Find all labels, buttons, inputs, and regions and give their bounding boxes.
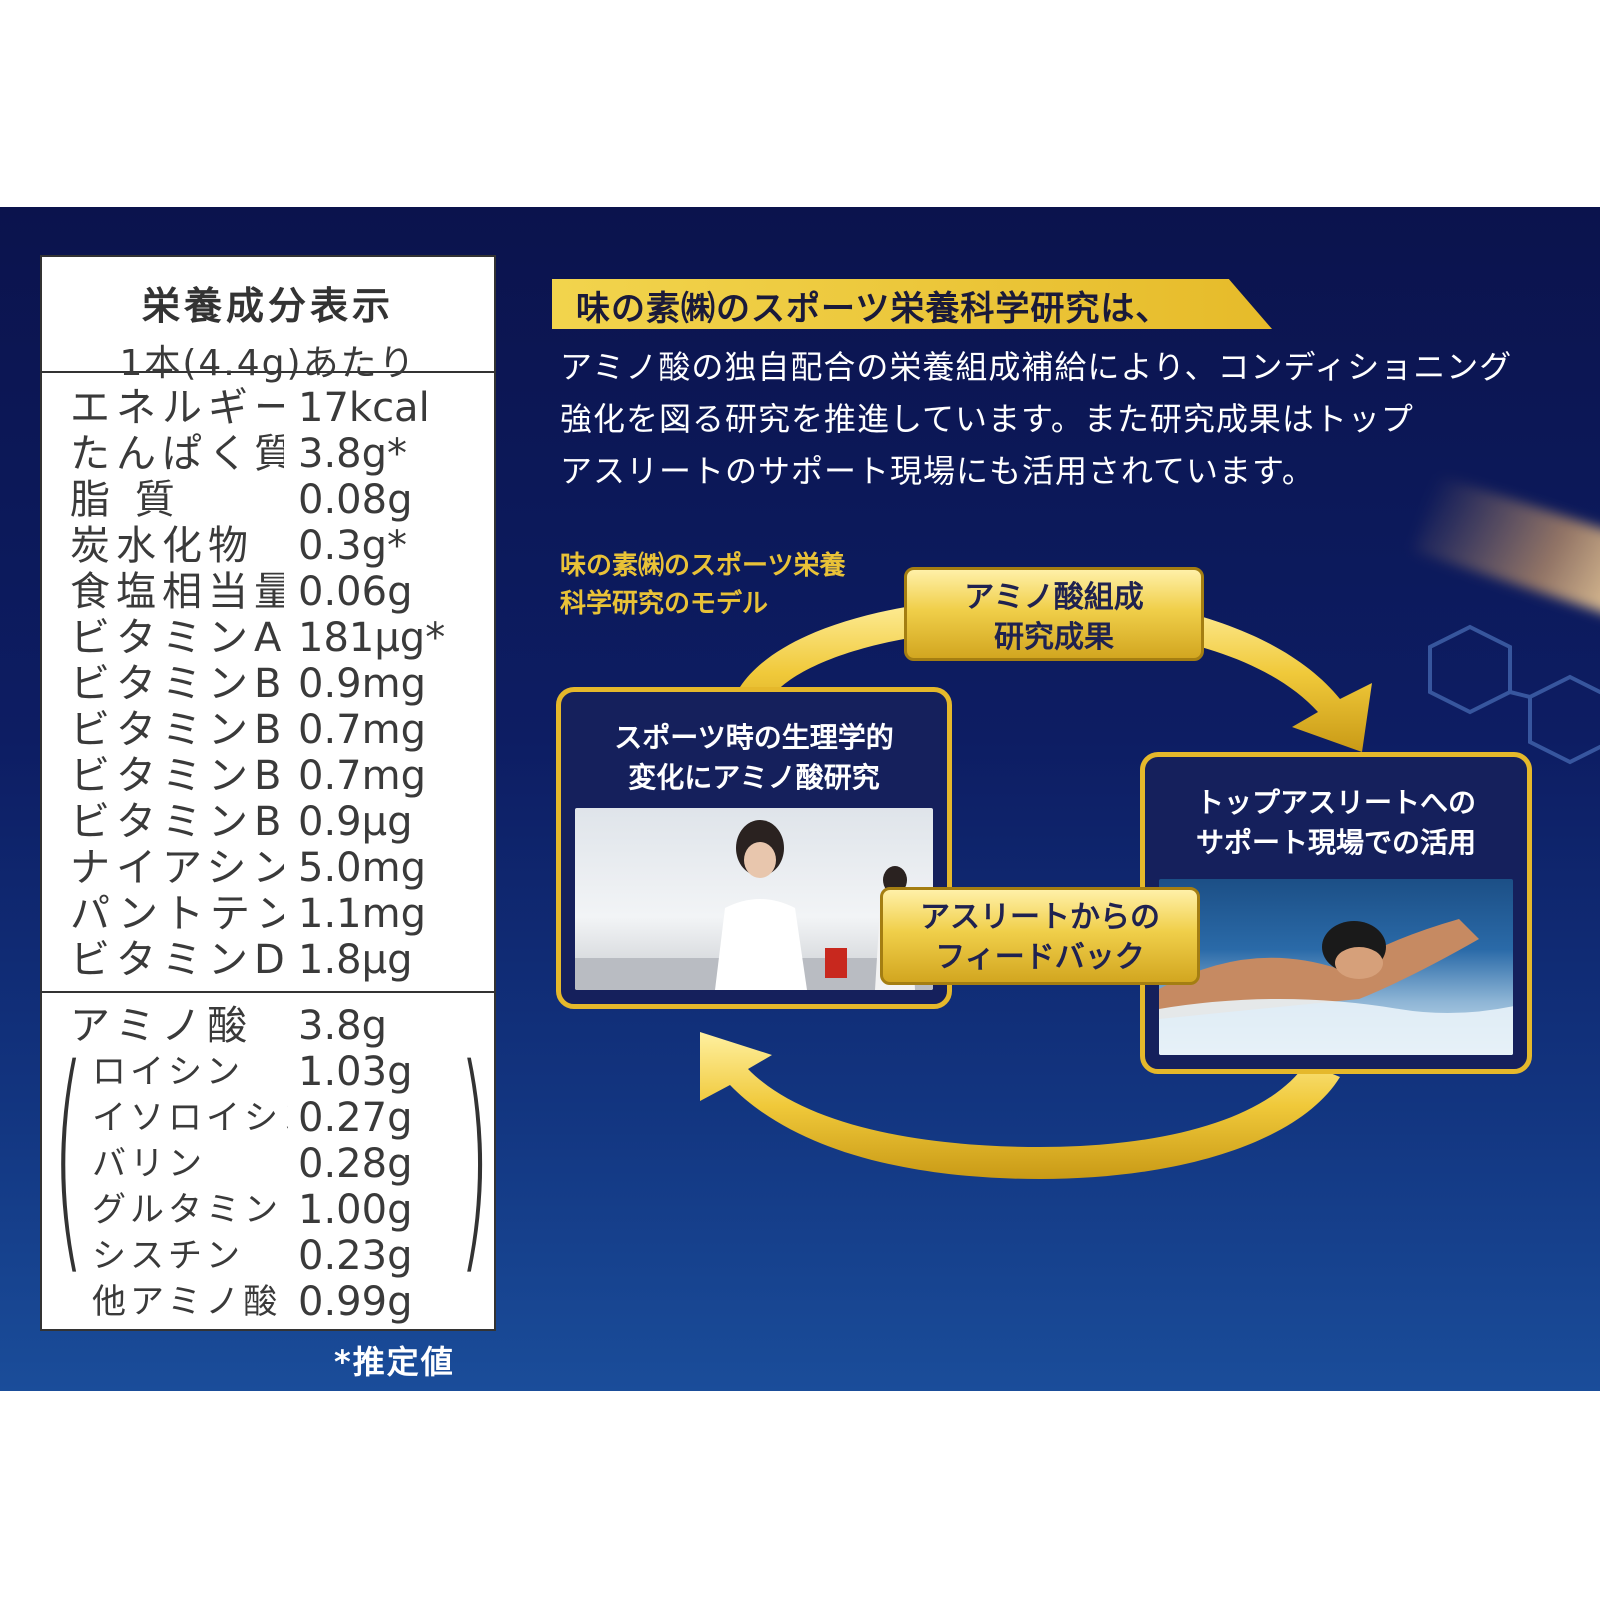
nutrient-value: 1.8μg: [298, 937, 413, 983]
estimate-footnote: *推定値: [334, 1343, 455, 1381]
swimmer-figure-icon: [1159, 919, 1513, 1055]
amino-acid-section: ( ) アミノ酸 3.8g ロイシン 1.03g イソロイシン0.27g バリン 0.…: [42, 993, 494, 1325]
nutrient-value: 181μg*: [298, 615, 446, 661]
nutrient-value: 0.08g: [298, 477, 413, 523]
nutrition-row: シスチン 0.23g: [42, 1233, 494, 1279]
nutrient-name: ビタミンB2: [70, 707, 284, 753]
promo-banner: 栄養成分表示 1本(4.4g)あたり エネルギー 17kcal たんぱく質 3.8g…: [0, 207, 1600, 1391]
model-caption-line: 科学研究のモデル: [560, 589, 769, 619]
cycle-arrows: [700, 595, 1372, 1179]
nutrition-row: エネルギー 17kcal: [42, 385, 494, 431]
nutrient-value: 1.03g: [298, 1049, 413, 1095]
body-line: アミノ酸の独自配合の栄養組成補給により、コンディショニング: [560, 348, 1513, 386]
nutrient-value: 1.00g: [298, 1187, 413, 1233]
nutrient-value: 0.28g: [298, 1141, 413, 1187]
nutrition-row: ビタミンB2 0.7mg: [42, 707, 494, 753]
badge-line: フィードバック: [935, 940, 1145, 975]
card-title: スポーツ時の生理学的 変化にアミノ酸研究: [561, 692, 947, 798]
nutrition-row: バリン 0.28g: [42, 1141, 494, 1187]
model-caption: 味の素㈱のスポーツ栄養 科学研究のモデル: [560, 547, 845, 623]
nutrition-row: ビタミンB12 0.9μg: [42, 799, 494, 845]
nutrient-name: バリン: [92, 1144, 206, 1184]
arrow-bottom-left-icon: [700, 1032, 1340, 1179]
nutrition-facts-panel: 栄養成分表示 1本(4.4g)あたり エネルギー 17kcal たんぱく質 3.8g…: [40, 255, 496, 1331]
nutrient-name: シスチン: [92, 1236, 244, 1276]
nutrition-row: グルタミン 1.00g: [42, 1187, 494, 1233]
body-text: アミノ酸の独自配合の栄養組成補給により、コンディショニング 強化を図る研究を推進…: [560, 341, 1540, 497]
swimmer-photo: [1159, 879, 1513, 1055]
nutrient-name: ビタミンB1: [70, 661, 284, 707]
nutrition-row: 脂 質 0.08g: [42, 477, 494, 523]
lab-researcher-photo: [575, 808, 933, 990]
body-line: 強化を図る研究を推進しています。また研究成果はトップ: [560, 400, 1414, 438]
badge-research-results: アミノ酸組成 研究成果: [904, 567, 1204, 661]
badge-line: 研究成果: [994, 620, 1114, 655]
nutrient-name: パントテン酸: [70, 891, 284, 937]
nutrient-name: イソロイシン: [92, 1098, 288, 1138]
nutrient-name: ビタミンB6: [70, 753, 284, 799]
nutrient-name: エネルギー: [70, 385, 284, 431]
headline: 味の素㈱のスポーツ栄養科学研究は、: [576, 289, 1171, 329]
nutrient-name: アミノ酸: [70, 1003, 254, 1049]
badge-athlete-feedback: アスリートからの フィードバック: [880, 887, 1200, 985]
nutrition-row: ビタミンB6 0.7mg: [42, 753, 494, 799]
headline-bar: [552, 279, 1272, 329]
nutrient-name: 食塩相当量: [70, 569, 284, 615]
nutrient-value: 0.7mg: [298, 753, 426, 799]
nutrition-row: アミノ酸 3.8g: [42, 1003, 494, 1049]
nutrition-row: 食塩相当量 0.06g: [42, 569, 494, 615]
nutrient-name: たんぱく質: [70, 431, 284, 477]
arrow-top-right-icon: [740, 595, 1372, 752]
body-line: アスリートのサポート現場にも活用されています。: [560, 452, 1315, 490]
right-bracket: ): [458, 1017, 491, 1297]
nutrient-value: 0.27g: [298, 1095, 413, 1141]
nutrition-row: パントテン酸 1.1mg: [42, 891, 494, 937]
card-title-line: スポーツ時の生理学的: [614, 721, 894, 754]
nutrition-row: ナイアシン 5.0mg: [42, 845, 494, 891]
nutrient-value: 1.1mg: [298, 891, 426, 937]
nutrition-row: 炭水化物 0.3g*: [42, 523, 494, 569]
nutrient-value: 0.06g: [298, 569, 413, 615]
nutrition-header: 栄養成分表示 1本(4.4g)あたり: [42, 257, 494, 384]
card-athlete-support: トップアスリートへの サポート現場での活用: [1140, 752, 1532, 1074]
nutrient-value: 17kcal: [298, 385, 430, 431]
nutrient-value: 0.9μg: [298, 799, 413, 845]
nutrient-value: 0.23g: [298, 1233, 413, 1279]
nutrient-value: 0.3g*: [298, 523, 408, 569]
hexagon-molecule-icon: [1428, 624, 1600, 765]
nutrition-row: イソロイシン0.27g: [42, 1095, 494, 1141]
nutrient-value: 0.9mg: [298, 661, 426, 707]
nutrient-name: ビタミンB12: [70, 799, 284, 845]
nutrition-main-section: エネルギー 17kcal たんぱく質 3.8g* 脂 質 0.08g 炭水化物 0.3g…: [42, 373, 494, 993]
badge-line: アスリートからの: [920, 900, 1160, 935]
nutrient-value: 0.99g: [298, 1279, 413, 1325]
nutrient-name: 他アミノ酸: [92, 1282, 282, 1322]
nutrition-row: 他アミノ酸 0.99g: [42, 1279, 494, 1325]
card-title: トップアスリートへの サポート現場での活用: [1145, 757, 1527, 863]
model-caption-line: 味の素㈱のスポーツ栄養: [560, 551, 846, 581]
nutrient-value: 5.0mg: [298, 845, 426, 891]
nutrient-name: ロイシン: [92, 1052, 244, 1092]
nutrition-row: ビタミンA 181μg*: [42, 615, 494, 661]
nutrient-value: 3.8g: [298, 1003, 388, 1049]
nutrient-name: グルタミン: [92, 1190, 282, 1230]
card-title-line: 変化にアミノ酸研究: [628, 761, 880, 794]
badge-line: アミノ酸組成: [964, 580, 1144, 615]
nutrient-value: 3.8g*: [298, 431, 408, 477]
nutrition-row: たんぱく質 3.8g*: [42, 431, 494, 477]
card-title-line: サポート現場での活用: [1195, 826, 1476, 859]
nutrient-name: 炭水化物: [70, 523, 254, 569]
card-title-line: トップアスリートへの: [1195, 786, 1476, 819]
nutrition-row: ビタミンD 1.8μg: [42, 937, 494, 983]
nutrition-row: ビタミンB1 0.9mg: [42, 661, 494, 707]
nutrition-row: ロイシン 1.03g: [42, 1049, 494, 1095]
left-bracket: (: [52, 1017, 85, 1297]
nutrition-title: 栄養成分表示: [141, 284, 394, 328]
nutrient-value: 0.7mg: [298, 707, 426, 753]
nutrient-name: ビタミンA: [70, 615, 284, 661]
nutrient-name: ナイアシン: [70, 845, 284, 891]
nutrient-name: ビタミンD: [70, 937, 284, 983]
nutrition-serving: 1本(4.4g)あたり: [119, 343, 417, 384]
nutrient-name: 脂 質: [70, 477, 181, 523]
